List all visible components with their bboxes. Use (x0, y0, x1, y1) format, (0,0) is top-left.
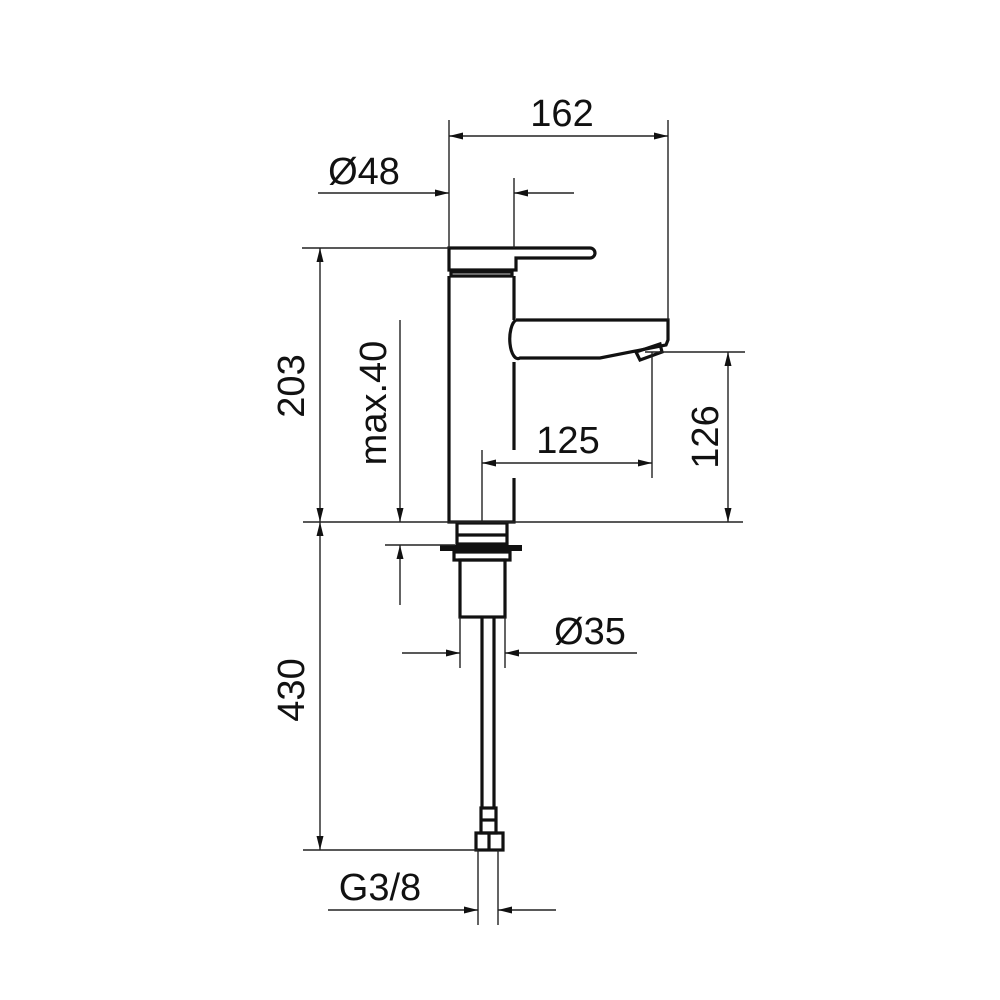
dim-o35-label: Ø35 (554, 611, 626, 653)
threaded-shank (458, 558, 507, 619)
handle-ring (449, 270, 514, 278)
lever-handle (447, 246, 597, 272)
mounting-flange (440, 545, 522, 551)
supply-hose (480, 617, 496, 808)
dim-max40-label: max.40 (353, 341, 395, 466)
dim-125-label: 125 (536, 420, 599, 462)
dim-o48-label: Ø48 (328, 151, 400, 193)
dim-203-label: 203 (271, 354, 313, 417)
dim-430-label: 430 (271, 658, 313, 721)
faucet-outline (440, 246, 670, 852)
dim-g38-label: G3/8 (339, 867, 421, 909)
dimension-lines (302, 120, 745, 925)
base-ring (455, 521, 509, 546)
dim-126-label: 126 (685, 405, 727, 468)
dim-162-label: 162 (530, 93, 593, 135)
spout (508, 318, 670, 361)
